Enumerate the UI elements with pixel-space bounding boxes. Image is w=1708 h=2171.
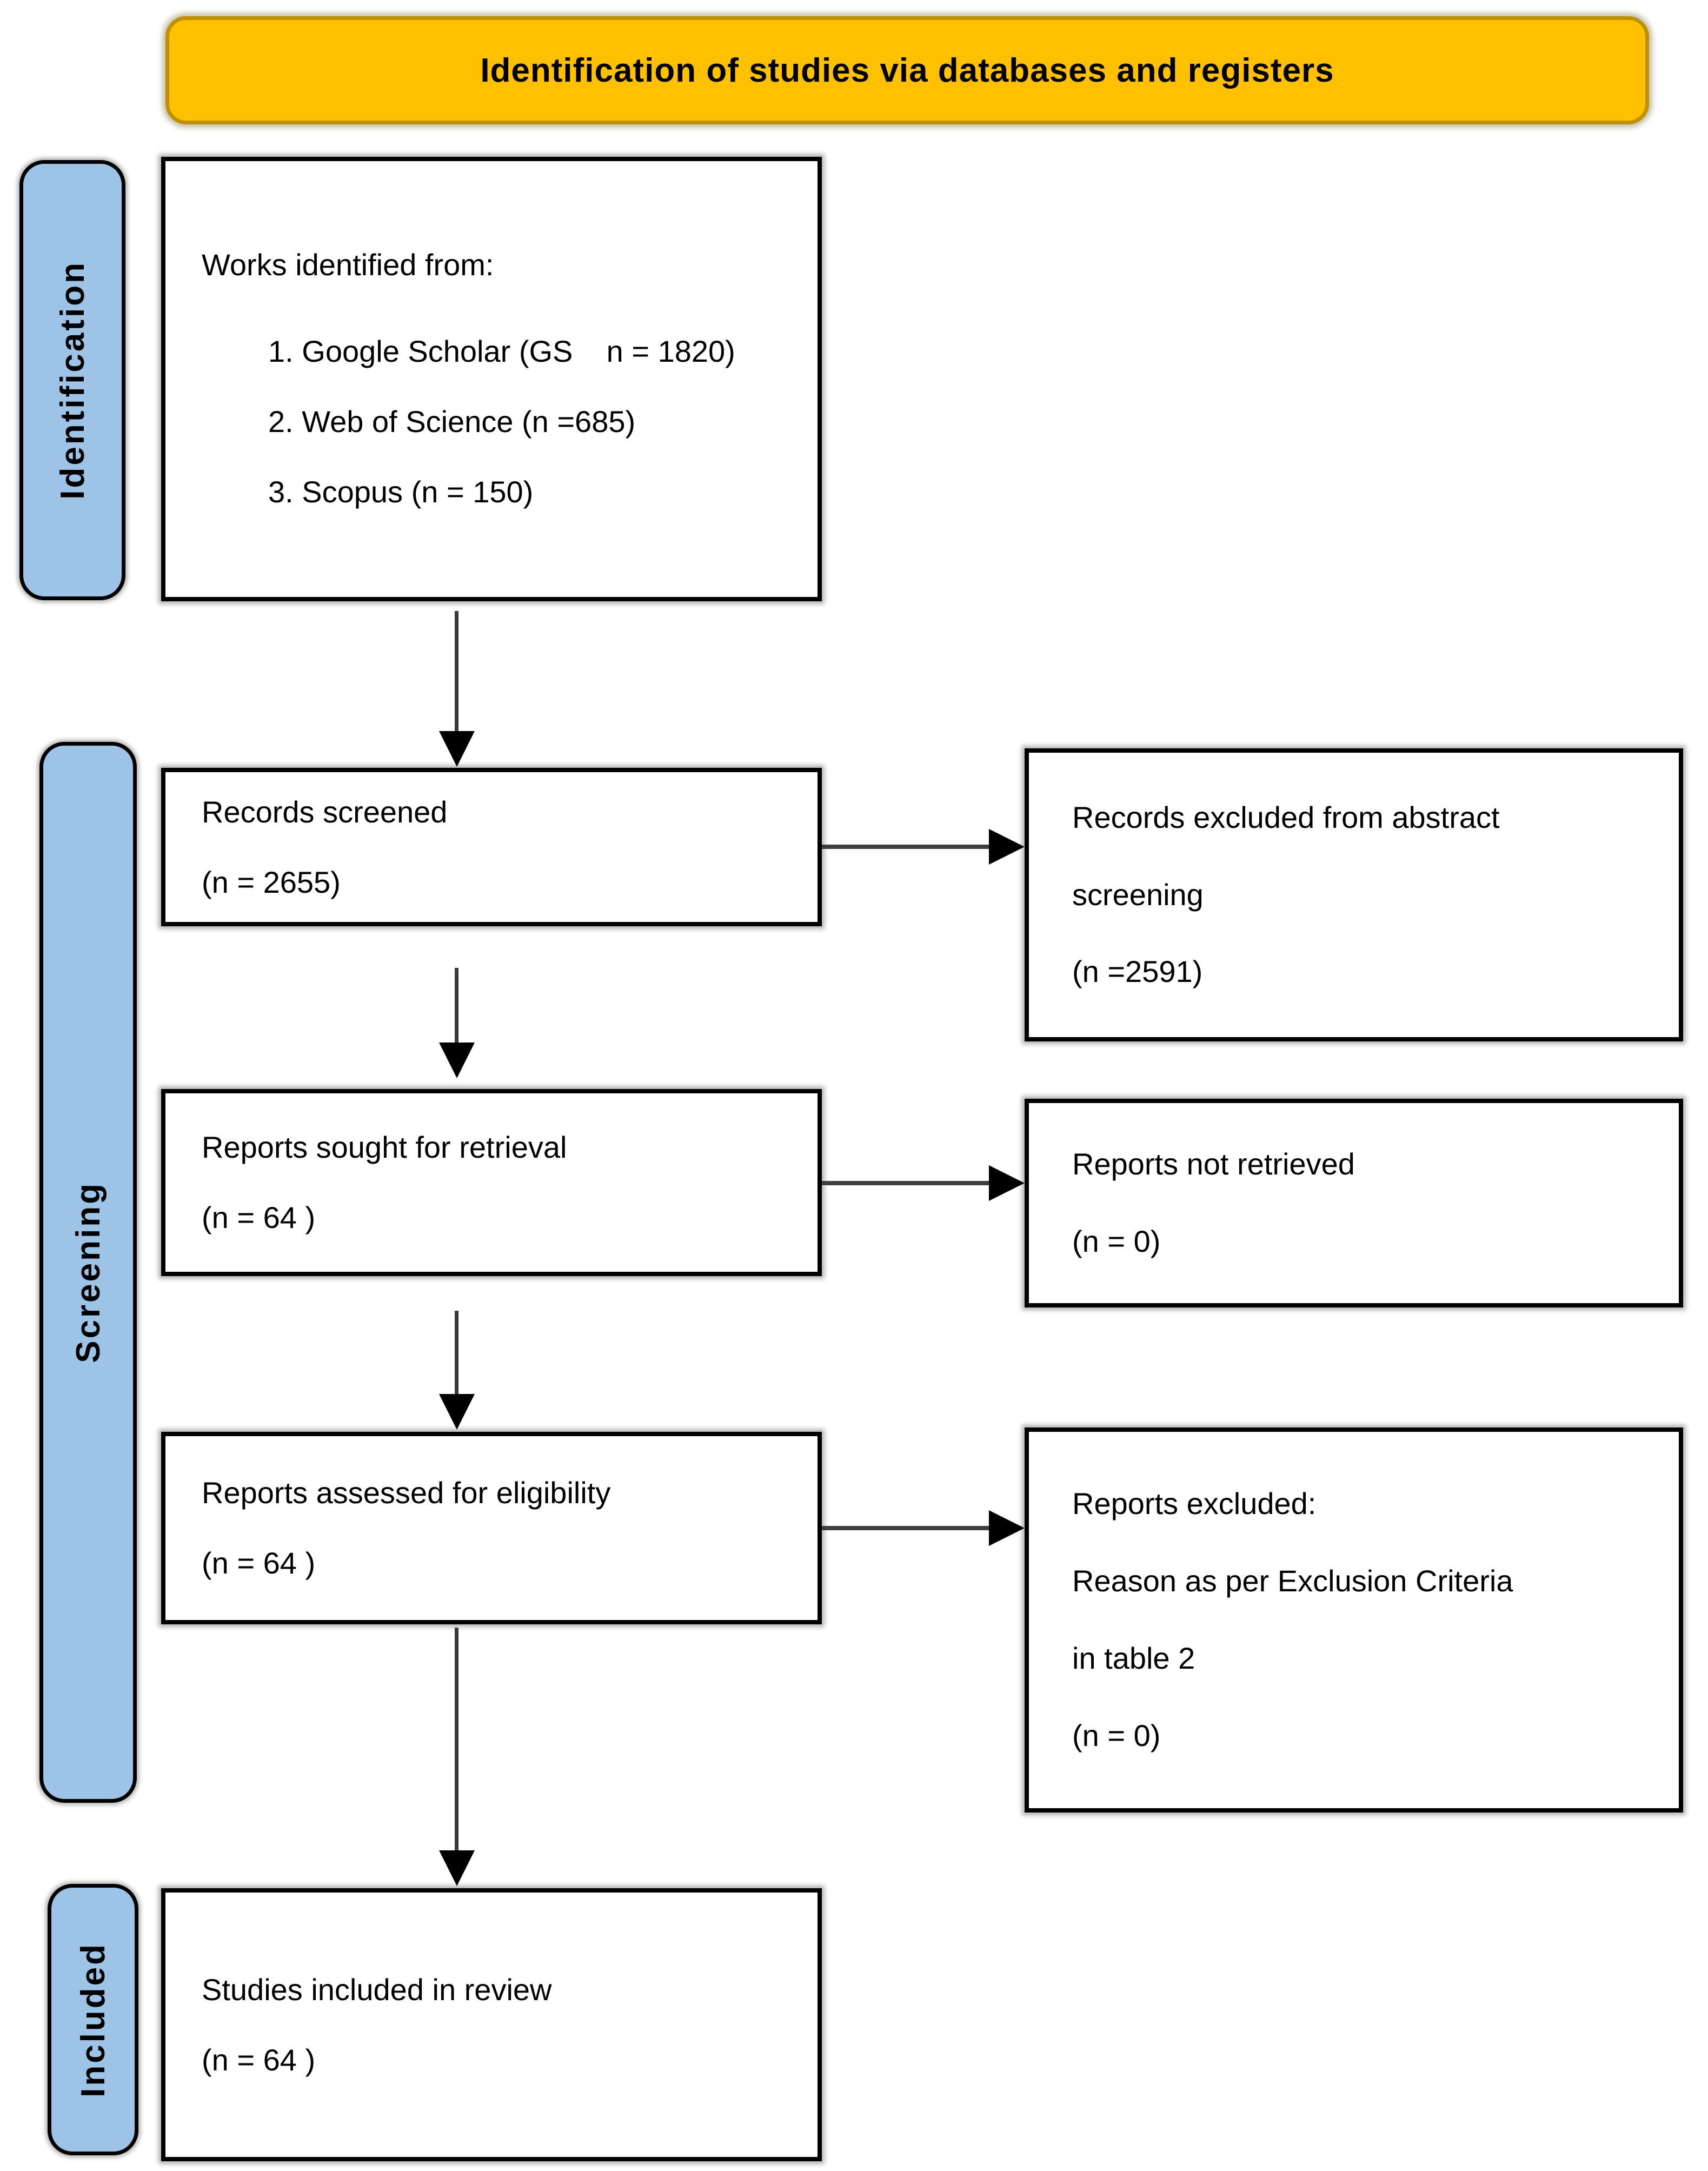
box-records-excluded-abstract: Records excluded from abstract screening… bbox=[1025, 748, 1683, 1041]
records-screened-label: Records screened bbox=[202, 794, 448, 829]
stage-label-identification: Identification bbox=[54, 261, 91, 500]
works-identified-item-web-of-science: 2. Web of Science (n =685) bbox=[268, 404, 636, 439]
excluded-abstract-count: (n =2591) bbox=[1072, 954, 1203, 989]
reports-excluded-reason-1: Reason as per Exclusion Criteria bbox=[1072, 1564, 1513, 1598]
reports-excluded-reason-2: in table 2 bbox=[1072, 1641, 1195, 1675]
works-identified-intro: Works identified from: bbox=[202, 248, 494, 282]
reports-sought-label: Reports sought for retrieval bbox=[202, 1130, 567, 1165]
stage-label-included: Included bbox=[74, 1942, 112, 2097]
not-retrieved-count: (n = 0) bbox=[1072, 1224, 1161, 1258]
studies-included-label: Studies included in review bbox=[202, 1972, 552, 2007]
excluded-abstract-line-1: Records excluded from abstract bbox=[1072, 800, 1500, 834]
not-retrieved-label: Reports not retrieved bbox=[1072, 1147, 1355, 1181]
reports-excluded-count: (n = 0) bbox=[1072, 1718, 1161, 1752]
studies-included-count: (n = 64 ) bbox=[202, 2042, 316, 2077]
arrow-line bbox=[455, 611, 458, 732]
stage-bar-screening: Screening bbox=[39, 742, 137, 1803]
reports-assessed-label: Reports assessed for eligibility bbox=[202, 1476, 611, 1510]
stage-bar-included: Included bbox=[48, 1884, 138, 2155]
works-identified-item-scopus: 3. Scopus (n = 150) bbox=[268, 475, 534, 509]
stage-bar-identification: Identification bbox=[19, 160, 125, 600]
box-works-identified: Works identified from: 1. Google Scholar… bbox=[161, 157, 822, 601]
arrow-head-down-icon bbox=[439, 731, 475, 767]
header-title: Identification of studies via databases … bbox=[480, 51, 1334, 89]
arrow-head-down-icon bbox=[439, 1043, 475, 1078]
stage-label-screening: Screening bbox=[69, 1181, 107, 1363]
box-reports-assessed: Reports assessed for eligibility (n = 64… bbox=[161, 1432, 822, 1624]
arrow-line bbox=[455, 1628, 458, 1851]
arrow-head-down-icon bbox=[439, 1394, 475, 1430]
arrow-head-right-icon bbox=[989, 1510, 1025, 1546]
box-studies-included: Studies included in review (n = 64 ) bbox=[161, 1888, 822, 2161]
arrow-line bbox=[455, 1311, 458, 1395]
box-reports-sought: Reports sought for retrieval (n = 64 ) bbox=[161, 1089, 822, 1276]
arrow-head-right-icon bbox=[989, 1165, 1025, 1201]
box-records-screened: Records screened (n = 2655) bbox=[161, 768, 822, 926]
excluded-abstract-line-2: screening bbox=[1072, 877, 1204, 912]
header-banner: Identification of studies via databases … bbox=[165, 16, 1649, 124]
works-identified-item-google-scholar: 1. Google Scholar (GS n = 1820) bbox=[268, 334, 735, 369]
arrow-line bbox=[822, 1526, 991, 1530]
arrow-head-right-icon bbox=[989, 829, 1025, 865]
arrow-line bbox=[822, 845, 991, 849]
arrow-line bbox=[822, 1181, 991, 1185]
box-reports-not-retrieved: Reports not retrieved (n = 0) bbox=[1025, 1099, 1683, 1307]
arrow-line bbox=[455, 968, 458, 1044]
reports-sought-count: (n = 64 ) bbox=[202, 1200, 316, 1234]
reports-excluded-title: Reports excluded: bbox=[1072, 1486, 1317, 1521]
arrow-head-down-icon bbox=[439, 1850, 475, 1886]
reports-assessed-count: (n = 64 ) bbox=[202, 1546, 316, 1580]
box-reports-excluded: Reports excluded: Reason as per Exclusio… bbox=[1025, 1428, 1683, 1813]
records-screened-count: (n = 2655) bbox=[202, 865, 341, 899]
